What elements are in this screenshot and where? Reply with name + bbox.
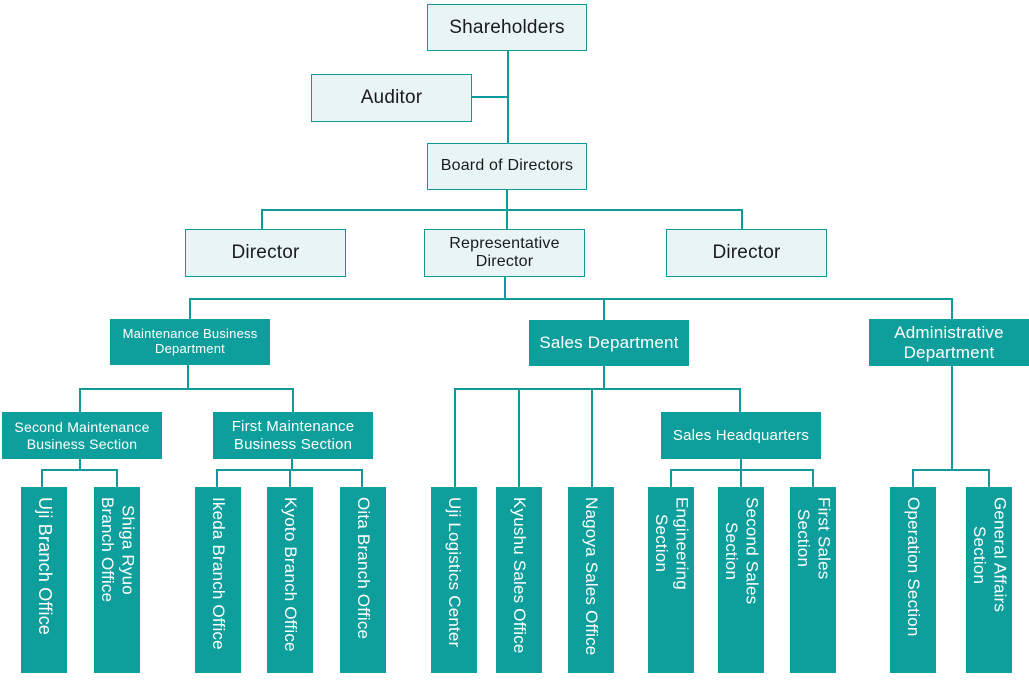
representative-director-box: Representative Director [424, 229, 585, 277]
first-sales-section-box: First Sales Section [790, 487, 836, 673]
first-maintenance-business-section-box: First Maintenance Business Section [213, 412, 373, 459]
sales-department-box: Sales Department [529, 320, 689, 366]
general-affairs-section-box: General Affairs Section [966, 487, 1012, 673]
shareholders-box: Shareholders [427, 4, 587, 51]
administrative-department-box: Administrative Department [869, 319, 1029, 366]
second-sales-section-box: Second Sales Section [718, 487, 764, 673]
engineering-section-box: Engineering Section [648, 487, 694, 673]
operation-section-box: Operation Section [890, 487, 936, 673]
shiga-ryuo-branch-office-box: Shiga Ryuo Branch Office [94, 487, 140, 673]
sales-headquarters-box: Sales Headquarters [661, 412, 821, 459]
nagoya-sales-office-box: Nagoya Sales Office [568, 487, 614, 673]
uji-logistics-center-box: Uji Logistics Center [431, 487, 477, 673]
maintenance-business-department-box: Maintenance Business Department [110, 319, 270, 365]
kyoto-branch-office-box: Kyoto Branch Office [267, 487, 313, 673]
second-maintenance-business-section-box: Second Maintenance Business Section [2, 412, 162, 459]
board-of-directors-box: Board of Directors [427, 143, 587, 190]
oita-branch-office-box: Oita Branch Office [340, 487, 386, 673]
director-left-box: Director [185, 229, 346, 277]
uji-branch-office-box: Uji Branch Office [21, 487, 67, 673]
auditor-box: Auditor [311, 74, 472, 122]
ikeda-branch-office-box: Ikeda Branch Office [195, 487, 241, 673]
director-right-box: Director [666, 229, 827, 277]
kyushu-sales-office-box: Kyushu Sales Office [496, 487, 542, 673]
